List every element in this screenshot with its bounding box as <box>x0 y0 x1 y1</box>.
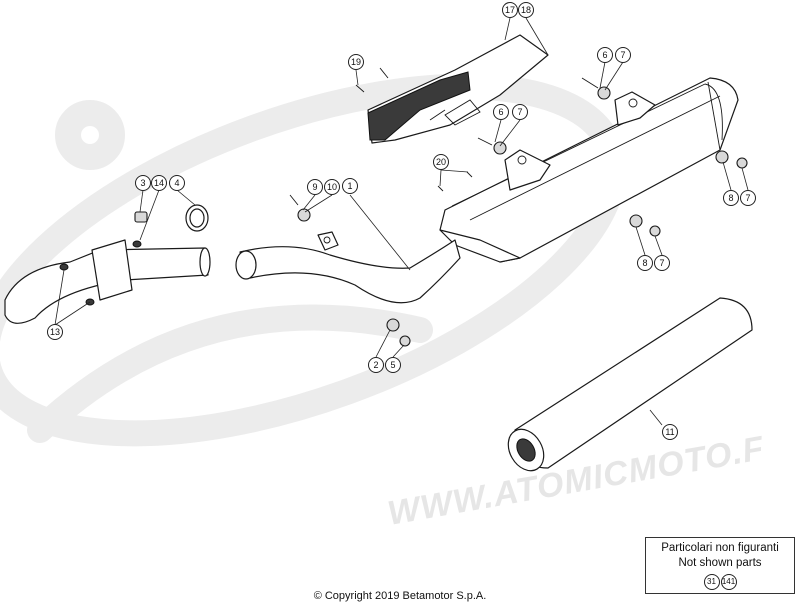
callout-5-label: 5 <box>390 360 395 370</box>
callout-5: 5 <box>385 357 401 373</box>
copyright-notice: © Copyright 2019 Betamotor S.p.A. <box>313 590 487 602</box>
callout-4: 4 <box>169 175 185 191</box>
callout-14: 14 <box>151 175 167 191</box>
not-shown-parts-legend: Particolari non figuranti Not shown part… <box>645 537 795 594</box>
callout-7b: 7 <box>512 104 528 120</box>
callout-6b: 6 <box>493 104 509 120</box>
callout-13-label: 13 <box>50 327 60 337</box>
callout-20: 20 <box>433 154 449 170</box>
callout-19-label: 19 <box>351 57 361 67</box>
callout-9-label: 9 <box>312 182 317 192</box>
callout-13: 13 <box>47 324 63 340</box>
callout-10-label: 10 <box>327 182 337 192</box>
callout-4-label: 4 <box>174 178 179 188</box>
callout-6a: 6 <box>597 47 613 63</box>
callout-17-label: 17 <box>505 5 515 15</box>
callout-11-label: 11 <box>665 427 674 437</box>
callout-8b-label: 8 <box>642 258 647 268</box>
callout-7d: 7 <box>654 255 670 271</box>
callout-7a-label: 7 <box>620 50 625 60</box>
callout-7b-label: 7 <box>517 107 522 117</box>
callout-8a-label: 8 <box>728 193 733 203</box>
leader-lines <box>54 17 749 426</box>
callout-11: 11 <box>662 424 678 440</box>
callout-7c-label: 7 <box>745 193 750 203</box>
callout-17: 17 <box>502 2 518 18</box>
legend-line-english: Not shown parts <box>678 557 762 569</box>
callout-18-label: 18 <box>521 5 531 15</box>
callout-7a: 7 <box>615 47 631 63</box>
legend-ref-141: 141 <box>720 574 737 590</box>
callout-20-label: 20 <box>436 157 446 167</box>
callout-18: 18 <box>518 2 534 18</box>
callout-7c: 7 <box>740 190 756 206</box>
fasteners <box>59 67 748 347</box>
callout-3: 3 <box>135 175 151 191</box>
gasket-part <box>185 204 209 232</box>
silencer-tube-part <box>507 297 753 472</box>
callout-7d-label: 7 <box>659 258 664 268</box>
header-pipe-part <box>235 231 461 304</box>
silencer-part <box>439 77 739 263</box>
legend-refs: 31 141 <box>646 574 794 590</box>
callout-6b-label: 6 <box>498 107 503 117</box>
callout-6a-label: 6 <box>602 50 607 60</box>
legend-ref-31: 31 <box>703 574 720 590</box>
callout-1-label: 1 <box>347 181 352 191</box>
callout-2-label: 2 <box>373 360 378 370</box>
callout-8a: 8 <box>723 190 739 206</box>
front-pipe-part <box>4 239 211 324</box>
callout-8b: 8 <box>637 255 653 271</box>
callout-10: 10 <box>324 179 340 195</box>
callout-19: 19 <box>348 54 364 70</box>
callout-1: 1 <box>342 178 358 194</box>
heat-shield-part <box>367 34 549 144</box>
callout-9: 9 <box>307 179 323 195</box>
callout-3-label: 3 <box>140 178 145 188</box>
legend-line-italian: Particolari non figuranti <box>661 542 779 554</box>
callout-14-label: 14 <box>154 178 164 188</box>
callout-2: 2 <box>368 357 384 373</box>
